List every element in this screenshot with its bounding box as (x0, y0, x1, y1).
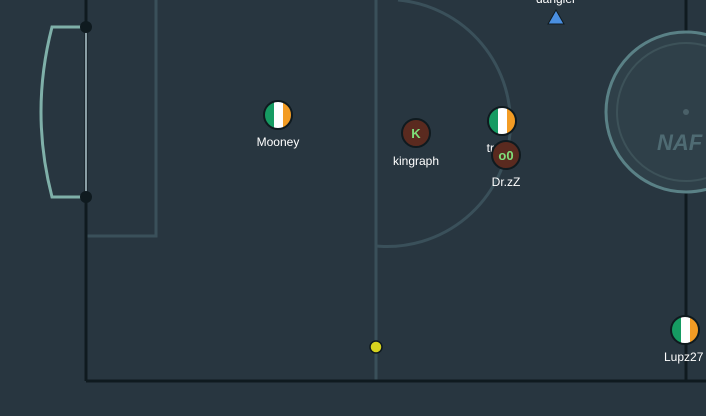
player-mooney[interactable]: Mooney (257, 100, 300, 149)
avatar-text: K (411, 126, 421, 141)
player-marker-icon (547, 8, 565, 25)
player-name: Mooney (257, 135, 300, 149)
player-lupz27[interactable]: Lupz27 (664, 315, 704, 364)
ball[interactable] (369, 340, 383, 354)
goal-post-top (80, 21, 92, 33)
player-avatar-letter (491, 140, 521, 170)
player-drzz[interactable]: o0 Dr.zZ (491, 140, 521, 189)
player-kingraph[interactable]: K kingraph (393, 118, 439, 168)
goal-net (39, 25, 86, 199)
player-name: Lupz27 (664, 350, 704, 364)
avatar-text: o0 (498, 148, 513, 163)
field-logo: NAF (657, 130, 703, 155)
goal-post-bottom (80, 191, 92, 203)
penalty-box (86, 0, 158, 238)
player-name: dangler (536, 0, 576, 6)
kickoff-arc (375, 0, 512, 248)
player-avatar-letter (401, 118, 431, 148)
player-name: Dr.zZ (492, 175, 521, 189)
player-avatar-flag (264, 101, 292, 129)
center-circle: NAF (604, 30, 706, 194)
player-avatar-flag (671, 316, 699, 344)
player-avatar-flag (488, 107, 516, 135)
player-dangler[interactable]: dangler (536, 0, 576, 25)
player-name: kingraph (393, 154, 439, 168)
